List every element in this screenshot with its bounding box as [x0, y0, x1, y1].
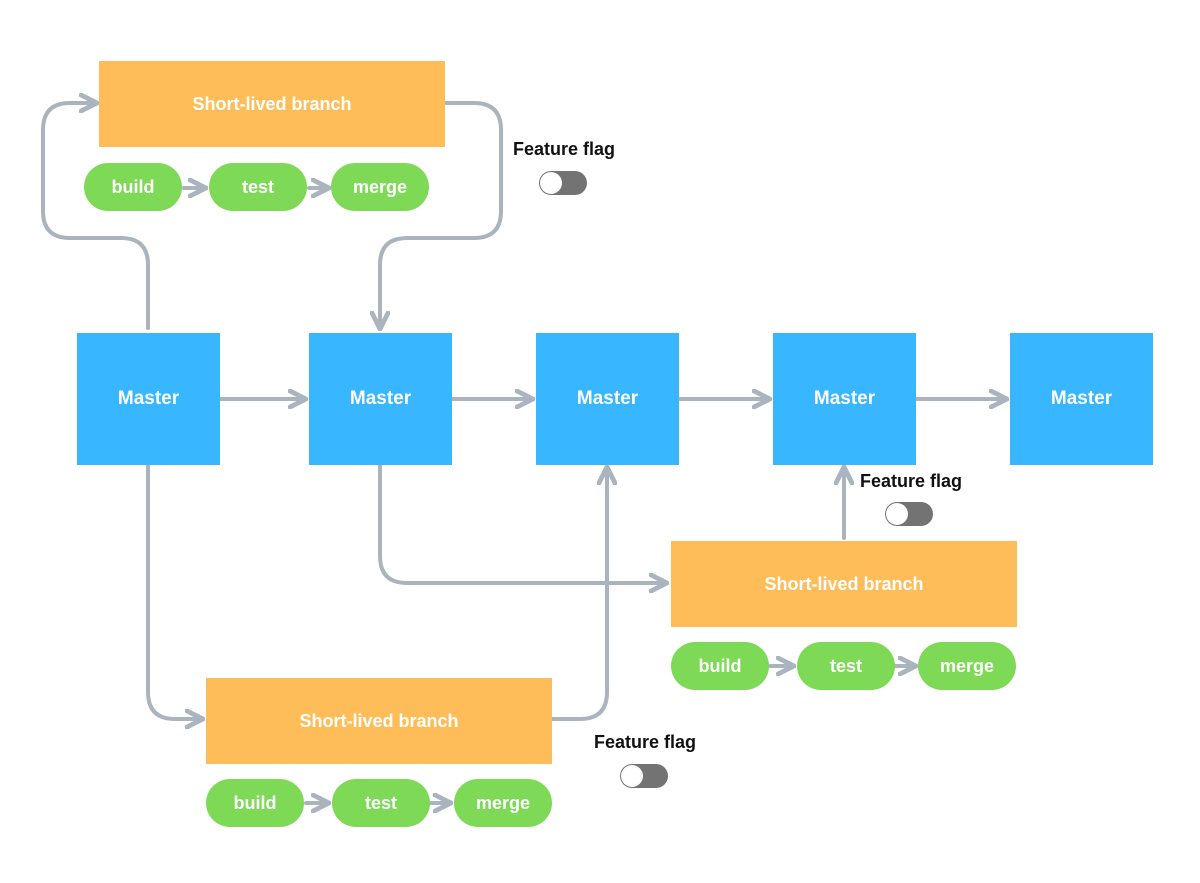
master-node-1: Master: [77, 333, 220, 465]
merge-step-right: merge: [918, 642, 1016, 690]
short-lived-branch-bottom: Short-lived branch: [206, 678, 552, 764]
master-node-4: Master: [773, 333, 916, 465]
test-step-top: test: [209, 163, 307, 211]
toggle-knob: [886, 503, 908, 525]
master-node-5: Master: [1010, 333, 1153, 465]
short-lived-branch-right: Short-lived branch: [671, 541, 1017, 627]
feature-flag-label-bottom: Feature flag: [594, 732, 697, 752]
feature-flag-toggle-top[interactable]: [539, 171, 587, 195]
toggle-knob: [621, 765, 643, 787]
feature-flag-label-top: Feature flag: [513, 139, 616, 159]
short-lived-branch-top: Short-lived branch: [99, 61, 445, 147]
toggle-knob: [540, 172, 562, 194]
merge-step-top: merge: [331, 163, 429, 211]
master-node-2: Master: [309, 333, 452, 465]
feature-flag-toggle-bottom[interactable]: [620, 764, 668, 788]
master-node-3: Master: [536, 333, 679, 465]
feature-flag-toggle-right[interactable]: [885, 502, 933, 526]
test-step-right: test: [797, 642, 895, 690]
arrow-master-1-to-top-branch: [41, 103, 150, 330]
arrow-bottom-branch-to-master-3: [551, 465, 607, 721]
merge-step-bottom: merge: [454, 779, 552, 827]
build-step-top: build: [84, 163, 182, 211]
arrow-master-2-to-right-branch: [378, 464, 669, 583]
feature-flag-label-right: Feature flag: [860, 471, 963, 491]
build-step-bottom: build: [206, 779, 304, 827]
arrow-top-branch-to-master-2: [380, 101, 503, 331]
arrow-master-1-to-bottom-branch: [146, 464, 205, 719]
test-step-bottom: test: [332, 779, 430, 827]
build-step-right: build: [671, 642, 769, 690]
